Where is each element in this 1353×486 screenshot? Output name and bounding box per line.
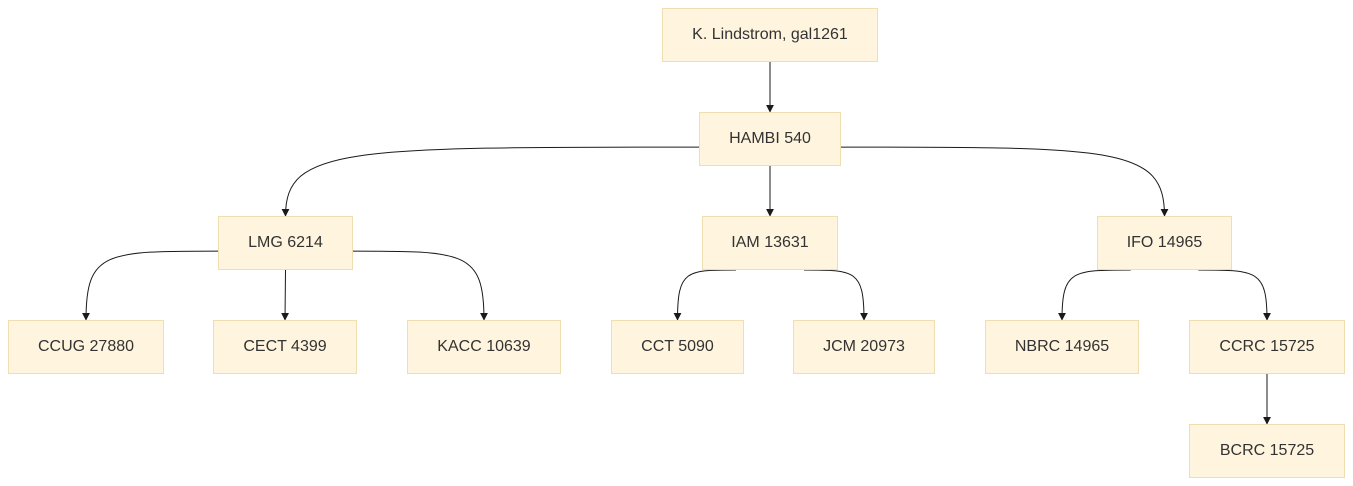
node-cct-5090: CCT 5090	[611, 320, 744, 374]
node-cect-4399: CECT 4399	[213, 320, 357, 374]
node-hambi-540: HAMBI 540	[699, 112, 841, 166]
edge-hambi-540-to-ifo-14965	[840, 146, 1169, 217]
node-label: HAMBI 540	[729, 130, 811, 147]
node-ifo-14965: IFO 14965	[1097, 216, 1232, 270]
node-bcrc-15725: BCRC 15725	[1189, 424, 1345, 478]
node-label: KACC 10639	[437, 338, 531, 355]
edge-lmg-6214-to-ccug-27880	[82, 250, 219, 321]
node-kacc-10639: KACC 10639	[407, 320, 561, 374]
node-ccrc-15725: CCRC 15725	[1189, 320, 1345, 374]
node-label: JCM 20973	[823, 338, 905, 355]
edge-iam-13631-to-jcm-20973	[803, 269, 868, 321]
node-iam-13631: IAM 13631	[702, 216, 838, 270]
edge-ifo-14965-to-nbrc-14965	[1058, 269, 1131, 321]
node-nbrc-14965: NBRC 14965	[985, 320, 1139, 374]
node-label: LMG 6214	[248, 234, 323, 251]
node-label: CCRC 15725	[1219, 338, 1315, 355]
edge-iam-13631-to-cct-5090	[673, 269, 737, 321]
node-label: IAM 13631	[731, 234, 809, 251]
node-label: CECT 4399	[243, 338, 327, 355]
node-label: CCUG 27880	[37, 338, 135, 355]
node-label: CCT 5090	[641, 338, 714, 355]
node-label: NBRC 14965	[1014, 338, 1110, 355]
node-label: K. Lindstrom, gal1261	[692, 26, 848, 43]
node-ccug-27880: CCUG 27880	[8, 320, 164, 374]
edge-lmg-6214-to-cect-4399	[281, 269, 290, 321]
node-jcm-20973: JCM 20973	[793, 320, 935, 374]
node-k-lindstrom-gal1261: K. Lindstrom, gal1261	[662, 8, 878, 62]
node-label: IFO 14965	[1126, 234, 1203, 251]
node-lmg-6214: LMG 6214	[218, 216, 353, 270]
edge-hambi-540-to-lmg-6214	[281, 146, 700, 217]
node-label: BCRC 15725	[1219, 442, 1315, 459]
edge-ifo-14965-to-ccrc-15725	[1198, 269, 1271, 321]
edge-lmg-6214-to-kacc-10639	[352, 250, 488, 321]
